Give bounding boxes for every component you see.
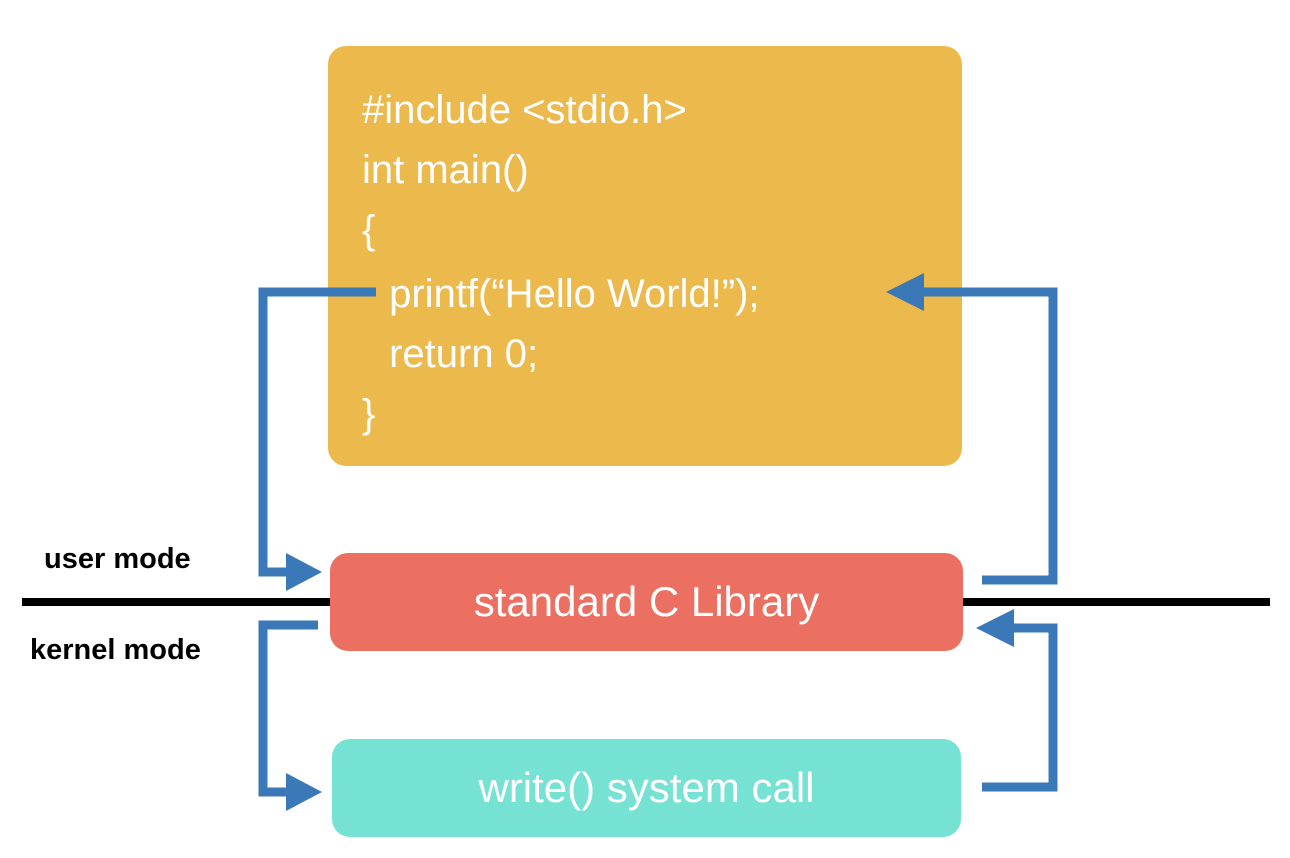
standard-c-library-box: standard C Library bbox=[330, 553, 963, 651]
arrowhead-into-syscall bbox=[286, 773, 322, 811]
write-system-call-label: write() system call bbox=[478, 764, 815, 811]
code-line-open-brace: { bbox=[362, 208, 376, 252]
printf-to-library-arrow-line bbox=[258, 287, 376, 577]
code-line-include: #include <stdio.h> bbox=[362, 88, 687, 132]
arrowhead-into-printf bbox=[886, 273, 924, 311]
arrowhead-into-library-bottom bbox=[976, 609, 1014, 647]
kernel-mode-label: kernel mode bbox=[30, 634, 201, 666]
code-line-return: return 0; bbox=[378, 332, 539, 376]
user-mode-label: user mode bbox=[44, 543, 191, 575]
syscall-to-library-arrow-line bbox=[982, 623, 1058, 792]
library-to-printf-arrow-line bbox=[922, 287, 1058, 585]
code-line-close-brace: } bbox=[362, 392, 376, 436]
code-block: #include <stdio.h> int main() { printf(“… bbox=[328, 46, 962, 466]
standard-c-library-label: standard C Library bbox=[473, 578, 820, 625]
code-line-printf: printf(“Hello World!”); bbox=[378, 272, 760, 316]
library-to-syscall-arrow-line bbox=[258, 620, 318, 797]
write-system-call-box: write() system call bbox=[332, 739, 961, 837]
code-line-main: int main() bbox=[362, 148, 529, 192]
arrowhead-into-library-top bbox=[286, 553, 322, 591]
